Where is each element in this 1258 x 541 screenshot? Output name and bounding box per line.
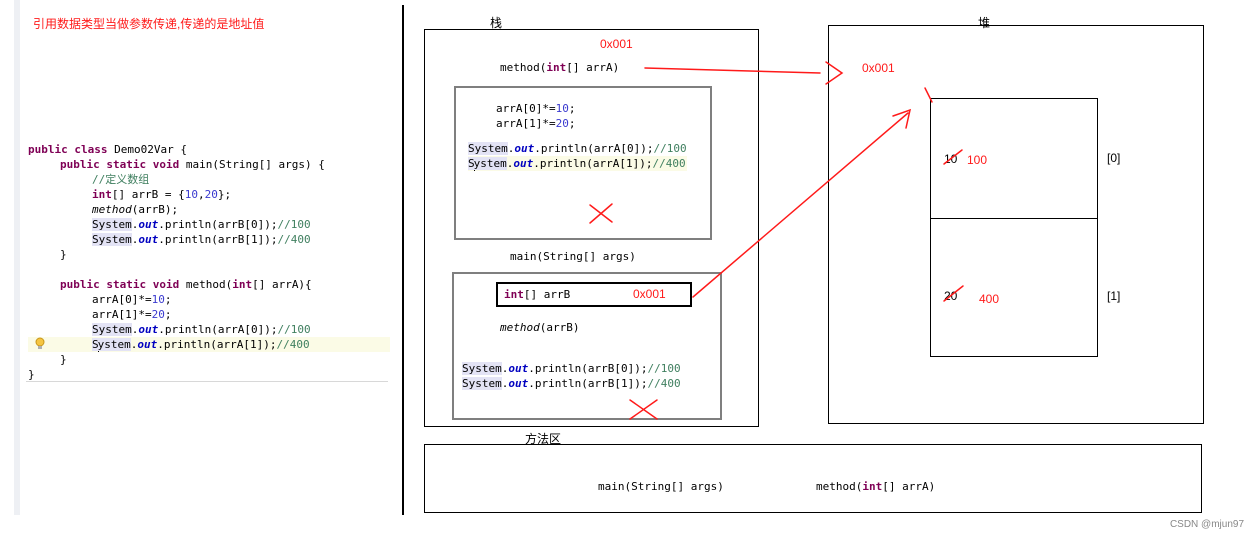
code-line: System.out.println(arrA[0]);//100 [92,323,311,336]
code-line-current[interactable]: System.out.println(arrA[1]);//400 [28,337,390,352]
arrB-address: 0x001 [633,287,666,301]
heap-address: 0x001 [862,61,895,75]
main-frame-title: main(String[] args) [510,250,636,263]
code-line: int[] arrB = {10,20}; [92,188,232,201]
code-line: } [28,368,35,381]
page-heading: 引用数据类型当做参数传递,传递的是地址值 [33,17,265,31]
cell-1-new-value: 400 [979,292,1000,306]
arrB-variable-box [496,282,692,307]
code-line: arrA[1]*=20; [496,117,576,130]
code-line: } [60,248,67,261]
main-frame [452,272,722,420]
method-frame-code: arrA[0]*=10; arrA[1]*=20; System.out.pri… [468,101,687,171]
code-line: public static void main(String[] args) { [60,158,325,171]
cell-0-old-value: 10 [944,152,958,166]
code-line: public static void method(int[] arrA){ [60,278,312,291]
code-line: } [60,353,67,366]
main-frame-call: method(arrB) [500,321,580,334]
code-divider [26,381,388,382]
cell-1-index: [1] [1107,289,1121,303]
code-line [28,262,390,277]
code-line: System.out.println(arrB[1]);//400 [92,233,311,246]
code-line: public class Demo02Var { [28,143,187,156]
cell-0-index: [0] [1107,151,1121,165]
code-line: System.out.println(arrA[0]);//100 [468,142,687,155]
cell-0-new-value: 100 [967,153,988,167]
code-line: System.out.println(arrB[0]);//100 [462,362,681,375]
code-line: method(arrB); [92,203,179,216]
code-line: System.out.println(arrB[1]);//400 [462,377,681,390]
stack-address: 0x001 [600,37,633,51]
array-cell-1 [930,218,1098,357]
editor-gutter [14,0,20,515]
method-frame-title: method(int[] arrA) [500,61,620,74]
heap-label: 堆 [978,16,991,30]
code-line: arrA[0]*=10; [496,102,576,115]
code-editor: public class Demo02Var { public static v… [28,142,390,382]
code-line: System.out.println(arrB[0]);//100 [92,218,311,231]
method-area-main: main(String[] args) [598,480,724,493]
code-line [468,131,687,141]
cell-1-old-value: 20 [944,289,958,303]
code-line: System.out.println(arrA[1]);//400 [468,156,687,171]
lightbulb-icon[interactable] [35,335,45,349]
code-line: //定义数组 [92,173,150,186]
watermark: CSDN @mjun97 [1169,519,1244,530]
method-area-method: method(int[] arrA) [816,480,936,493]
method-area-box [424,444,1202,513]
main-frame-code: System.out.println(arrB[0]);//100 System… [462,361,681,391]
code-line: arrA[1]*=20; [92,308,172,321]
arrB-variable: int[] arrB [504,288,571,301]
method-area-label: 方法区 [525,432,562,446]
code-line: arrA[0]*=10; [92,293,172,306]
panel-separator [402,5,404,515]
stack-label: 栈 [490,16,503,30]
